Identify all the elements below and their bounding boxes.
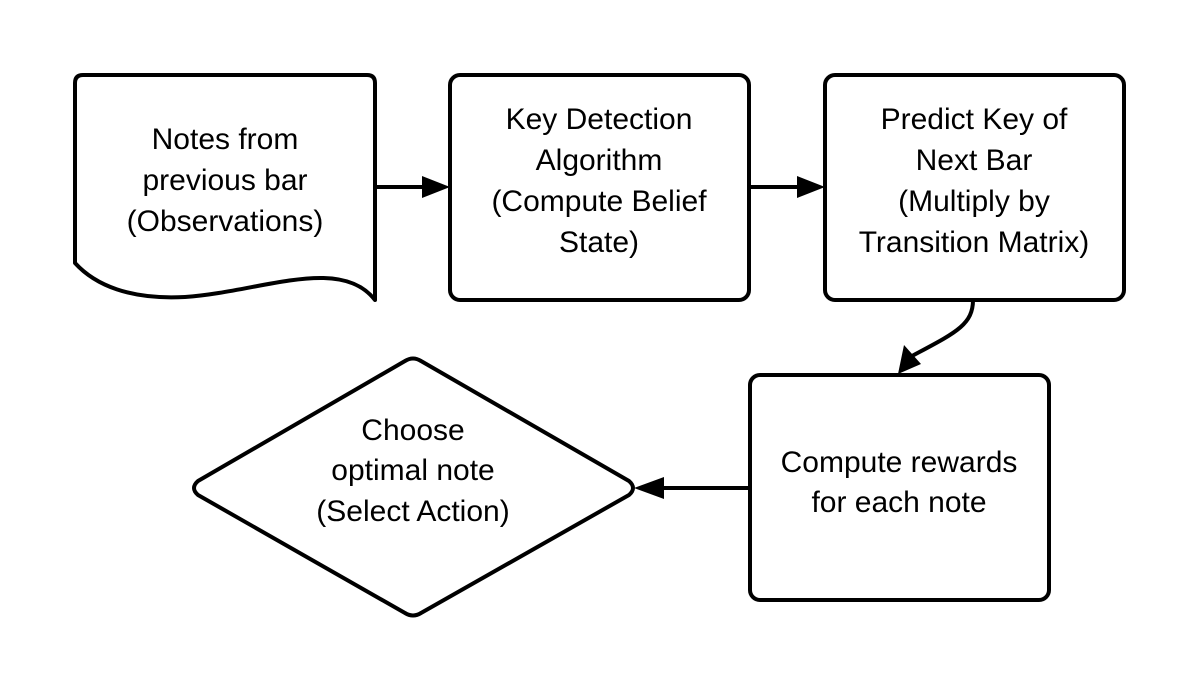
node-label-line: (Observations): [127, 205, 324, 238]
node-notes-label: Notes from previous bar (Observations): [127, 123, 324, 238]
edge-notes-to-key-detection: [375, 176, 450, 198]
node-choose-note: Choose optimal note (Select Action): [192, 356, 635, 618]
node-label-line: (Compute Belief: [491, 185, 707, 218]
node-label-line: Algorithm: [536, 144, 663, 177]
node-label-line: (Multiply by: [898, 185, 1050, 218]
node-compute-rewards-label: Compute rewards for each note: [781, 446, 1018, 519]
arrowhead-icon: [898, 345, 921, 374]
process-box: [448, 73, 751, 302]
node-predict-key: Predict Key of Next Bar (Multiply by Transi…: [823, 73, 1126, 302]
decision-diamond: [192, 356, 635, 618]
node-label-line: Key Detection: [506, 103, 693, 136]
document-shape: [73, 73, 377, 302]
process-box: [823, 73, 1126, 302]
node-label-line: Notes from: [152, 123, 299, 156]
node-label-line: Compute rewards: [781, 446, 1018, 479]
node-label-line: previous bar: [142, 164, 307, 197]
node-notes: Notes from previous bar (Observations): [73, 73, 377, 302]
arrowhead-icon: [422, 176, 450, 198]
arrowhead-icon: [797, 176, 825, 198]
node-label-line: (Select Action): [316, 495, 509, 528]
node-label-line: optimal note: [331, 454, 494, 487]
node-compute-rewards: Compute rewards for each note: [748, 373, 1051, 602]
node-predict-key-label: Predict Key of Next Bar (Multiply by Transi…: [859, 103, 1090, 259]
edge-compute-rewards-to-choose-note: [634, 477, 750, 499]
node-choose-note-label: Choose optimal note (Select Action): [316, 414, 509, 528]
node-label-line: Next Bar: [916, 144, 1033, 177]
process-box: [748, 373, 1051, 602]
node-label-line: for each note: [811, 486, 986, 519]
node-label-line: State): [559, 226, 639, 259]
edge-key-detection-to-predict-key: [749, 176, 825, 198]
edge-predict-key-to-compute-rewards: [898, 299, 975, 374]
node-label-line: Predict Key of: [881, 103, 1068, 136]
node-label-line: Transition Matrix): [859, 226, 1090, 259]
node-label-line: Choose: [361, 414, 464, 447]
arrowhead-icon: [634, 477, 664, 499]
